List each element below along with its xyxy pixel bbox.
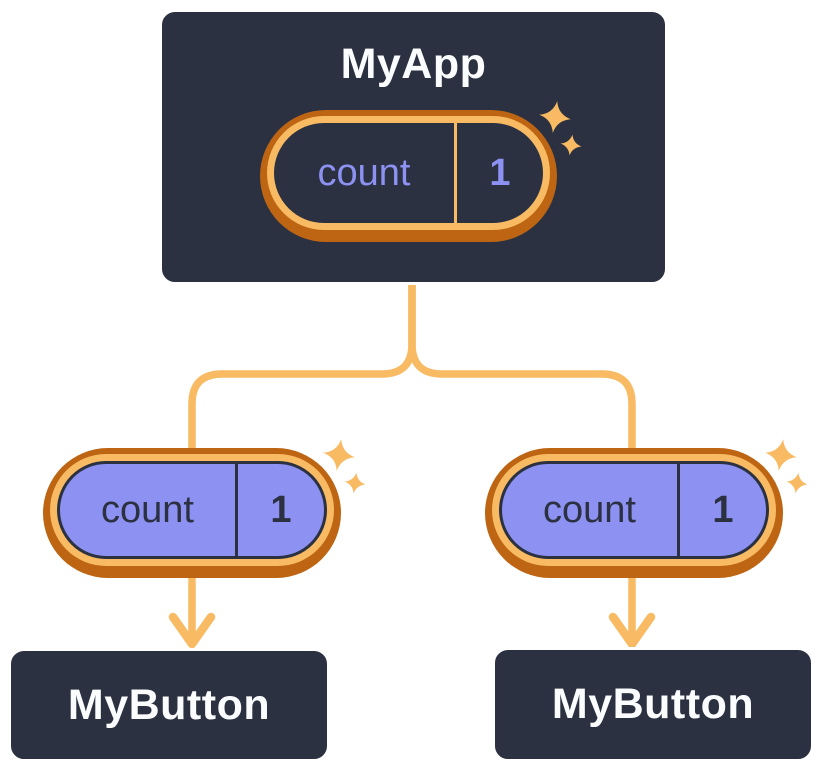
component-title: MyApp [340, 40, 487, 88]
branch-right-line [408, 281, 636, 644]
state-pill-body: count 1 [274, 123, 543, 223]
arrow-down-icon [168, 612, 216, 649]
prop-pill-value: 1 [712, 488, 734, 531]
pill-divider [677, 464, 680, 556]
state-pill-ring: count 1 [267, 116, 550, 230]
root-component-box: MyApp count 1 [159, 9, 668, 285]
state-pill-value: 1 [489, 151, 511, 194]
component-title: MyButton [67, 680, 271, 729]
prop-pill-ring: count 1 [50, 454, 334, 566]
prop-pill-label: count [101, 488, 194, 531]
prop-pill-ring: count 1 [492, 454, 776, 566]
prop-pill-body: count 1 [499, 461, 769, 559]
pill-divider [454, 123, 457, 223]
child-component-box: MyButton [492, 647, 814, 762]
pill-divider [235, 464, 238, 556]
prop-pill: count 1 [43, 439, 366, 578]
arrow-down-icon [608, 612, 656, 649]
state-pill: count 1 [260, 101, 582, 242]
component-title: MyButton [551, 680, 755, 728]
prop-pill-value: 1 [270, 488, 292, 531]
state-pill-label: count [317, 151, 411, 194]
prop-pill-label: count [543, 488, 636, 531]
prop-pill-body: count 1 [57, 461, 327, 559]
child-component-box: MyButton [8, 648, 330, 762]
prop-pill: count 1 [485, 439, 808, 578]
